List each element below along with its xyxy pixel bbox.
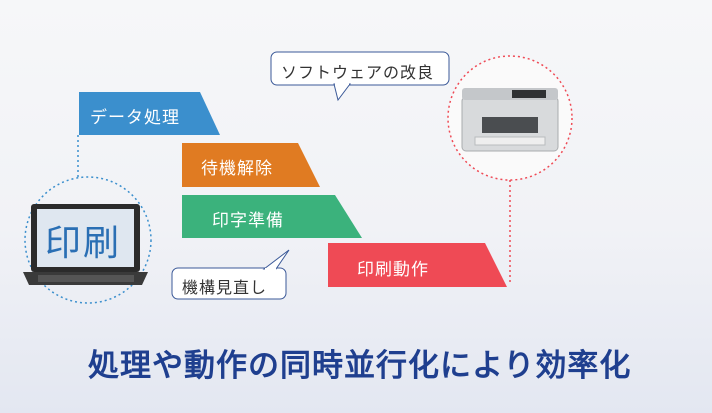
software-callout: [270, 51, 450, 102]
software-callout-text: ソフトウェアの改良: [281, 63, 435, 82]
laptop-icon: [23, 204, 148, 285]
step-label-print-operation: 印刷動作: [357, 260, 429, 280]
step-label-standby-release: 待機解除: [201, 159, 273, 179]
mechanism-callout: [171, 249, 290, 300]
printer-icon: [461, 88, 559, 152]
mechanism-callout-text: 機構見直し: [182, 278, 268, 297]
step-label-print-prep: 印字準備: [212, 211, 284, 231]
step-shape-print-prep: [182, 195, 362, 238]
step-shape-standby-release: [182, 143, 320, 187]
step-shape-data-processing: [79, 92, 220, 135]
step-shape-print-operation: [328, 243, 507, 287]
laptop-screen-text: 印刷: [45, 223, 122, 264]
headline: 処理や動作の同時並行化により効率化: [88, 348, 632, 384]
step-label-data-processing: データ処理: [90, 108, 180, 128]
laptop-circle: [24, 176, 152, 304]
